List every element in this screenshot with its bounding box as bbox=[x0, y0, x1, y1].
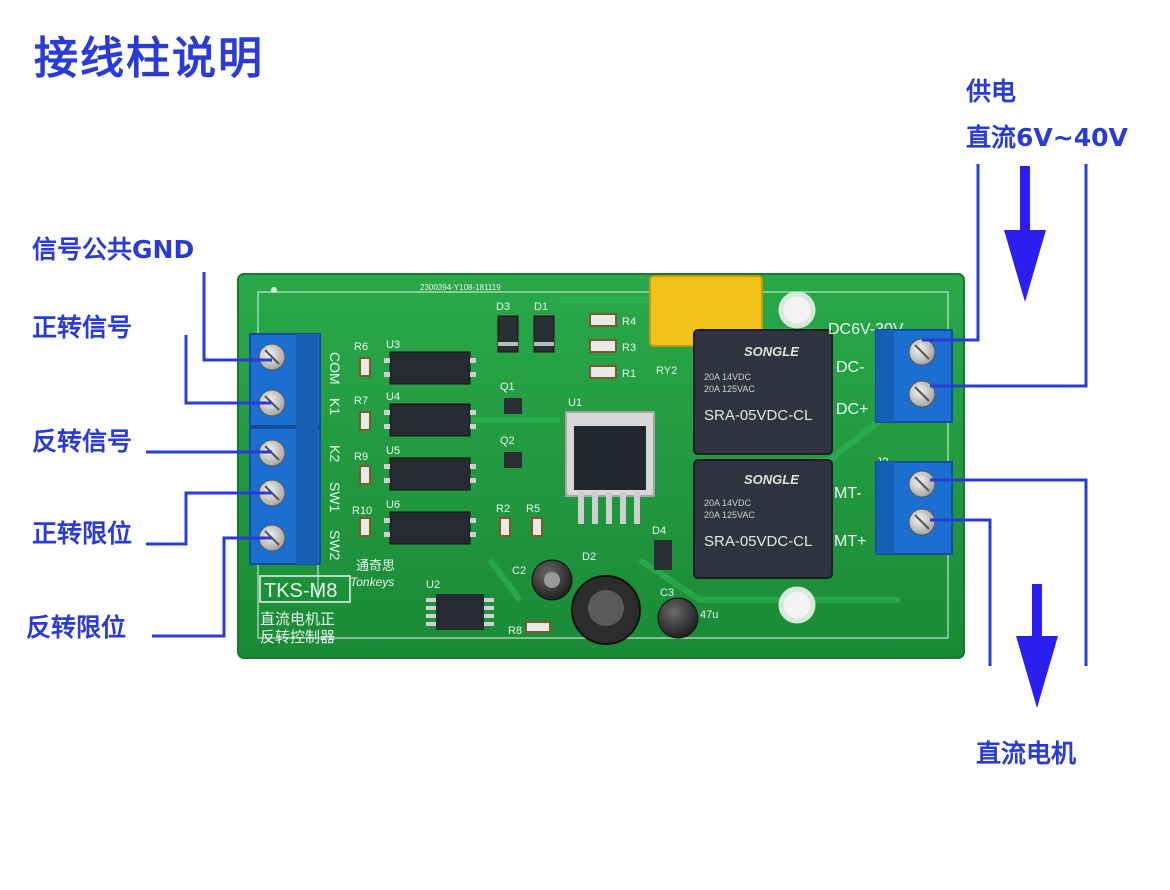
motor-callout-lines bbox=[930, 478, 1088, 666]
relay-model: SRA-05VDC-CL bbox=[704, 407, 812, 424]
svg-text:20A 14VDC: 20A 14VDC bbox=[704, 372, 752, 382]
label-power-range: 直流6V~40V bbox=[966, 123, 1128, 152]
power-arrow-icon bbox=[1004, 166, 1046, 302]
resistor-column bbox=[359, 357, 371, 537]
silk-r5: R5 bbox=[526, 503, 540, 515]
silk-c3: C3 bbox=[660, 587, 674, 599]
silk-d1: D1 bbox=[534, 301, 548, 313]
silk-u6: U6 bbox=[386, 499, 400, 511]
silk-r2: R2 bbox=[496, 503, 510, 515]
relay-bottom: SONGLE 20A 14VDC 20A 125VAC SRA-05VDC-CL bbox=[693, 459, 833, 579]
silk-d4: D4 bbox=[652, 525, 666, 537]
silk-k2: K2 bbox=[327, 445, 343, 462]
svg-text:SONGLE: SONGLE bbox=[744, 472, 799, 487]
brand-cn: 通奇思 bbox=[356, 558, 395, 574]
power-callout-lines bbox=[922, 164, 1088, 388]
svg-text:20A 125VAC: 20A 125VAC bbox=[704, 384, 755, 394]
silk-sw2: SW2 bbox=[327, 530, 343, 561]
silk-r3: R3 bbox=[622, 342, 636, 354]
ic-u2 bbox=[426, 594, 494, 630]
label-power: 供电 bbox=[966, 77, 1017, 106]
silk-cap-value: 47u bbox=[700, 609, 718, 621]
board-desc-line2: 反转控制器 bbox=[260, 628, 335, 646]
silk-u4: U4 bbox=[386, 391, 400, 403]
silk-r4: R4 bbox=[622, 316, 636, 328]
board-model: TKS-M8 bbox=[264, 580, 337, 602]
page-title: 接线柱说明 bbox=[34, 33, 264, 84]
silk-dc-minus: DC- bbox=[836, 359, 864, 376]
silk-r8: R8 bbox=[508, 625, 522, 637]
silk-q2: Q2 bbox=[500, 435, 515, 447]
silk-sw1: SW1 bbox=[327, 482, 343, 513]
left-callout-lines bbox=[146, 272, 272, 638]
brand-en: Tonkeys bbox=[350, 575, 394, 589]
silk-r9: R9 bbox=[354, 451, 368, 463]
left-terminal-block bbox=[249, 333, 321, 565]
silk-u3: U3 bbox=[386, 339, 400, 351]
label-forward-signal: 正转信号 bbox=[32, 313, 133, 342]
silk-d2: D2 bbox=[582, 551, 596, 563]
silk-r10: R10 bbox=[352, 505, 372, 517]
motor-arrow-icon bbox=[1016, 584, 1058, 708]
motor-terminal-block bbox=[875, 461, 953, 555]
silk-d3: D3 bbox=[496, 301, 510, 313]
relay-brand: SONGLE bbox=[744, 344, 799, 359]
board-serial: 2300394-Y108-181119 bbox=[420, 283, 501, 292]
board-desc-line1: 直流电机正 bbox=[260, 610, 335, 628]
silk-u5: U5 bbox=[386, 445, 400, 457]
silk-r7: R7 bbox=[354, 395, 368, 407]
svg-text:20A 125VAC: 20A 125VAC bbox=[704, 510, 755, 520]
voltage-regulator bbox=[565, 411, 655, 524]
power-terminal-block bbox=[875, 329, 953, 423]
label-reverse-limit: 反转限位 bbox=[26, 613, 127, 642]
svg-text:SRA-05VDC-CL: SRA-05VDC-CL bbox=[704, 533, 812, 550]
silk-dc-plus: DC+ bbox=[836, 401, 868, 418]
optocoupler-array bbox=[389, 351, 471, 545]
silk-q1: Q1 bbox=[500, 381, 515, 393]
relay-top: SONGLE 20A 14VDC 20A 125VAC SRA-05VDC-CL bbox=[693, 329, 833, 455]
silk-u1: U1 bbox=[568, 397, 582, 409]
label-dc-motor: 直流电机 bbox=[976, 739, 1077, 768]
label-signal-gnd: 信号公共GND bbox=[32, 235, 195, 264]
silk-r1: R1 bbox=[622, 368, 636, 380]
silk-k1: K1 bbox=[327, 398, 343, 415]
label-reverse-signal: 反转信号 bbox=[32, 427, 133, 456]
silk-mt-plus: MT+ bbox=[834, 533, 866, 550]
label-forward-limit: 正转限位 bbox=[32, 519, 133, 548]
silk-u2: U2 bbox=[426, 579, 440, 591]
silk-mt-minus: MT- bbox=[834, 485, 862, 502]
silk-com: COM bbox=[327, 352, 343, 385]
svg-text:20A 14VDC: 20A 14VDC bbox=[704, 498, 752, 508]
silk-r6: R6 bbox=[354, 341, 368, 353]
silk-ry2: RY2 bbox=[656, 365, 677, 377]
silk-c2: C2 bbox=[512, 565, 526, 577]
mounting-holes bbox=[271, 287, 816, 624]
